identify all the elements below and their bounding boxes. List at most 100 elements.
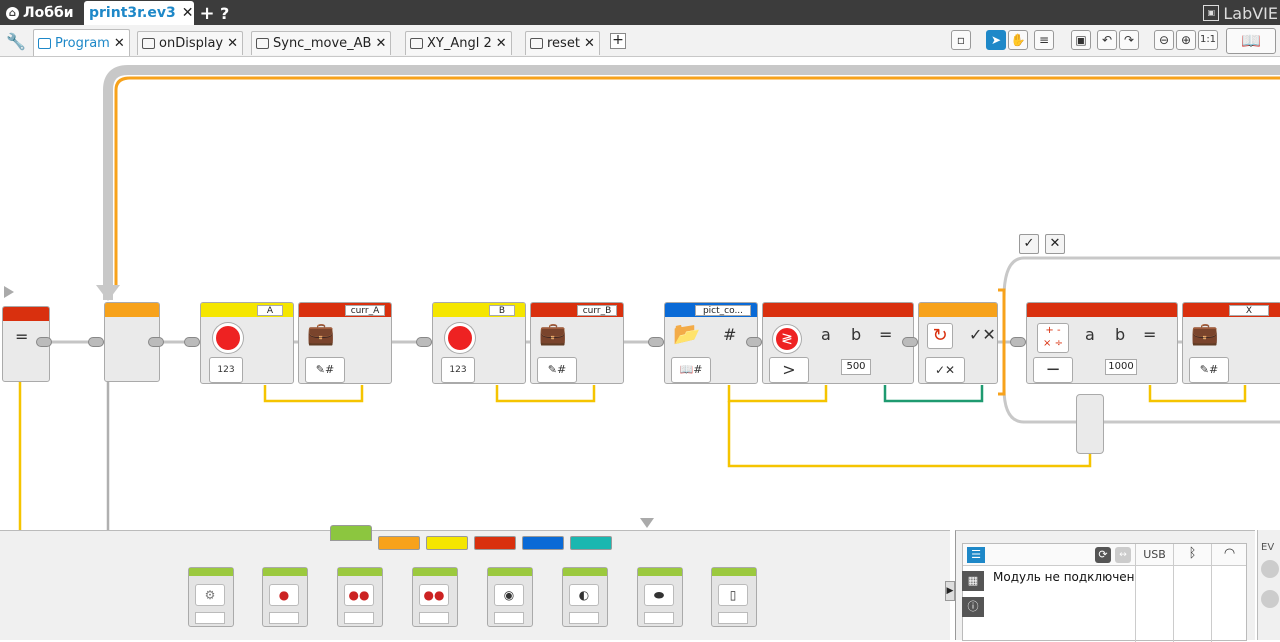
measure-mode-icon[interactable]: 123 [209,357,243,383]
briefcase-icon: 💼 [1191,322,1219,347]
math-block[interactable]: + -× ÷ a b = − 1000 [1026,302,1178,384]
tab-reset[interactable]: reset ✕ [525,31,600,55]
motor-port-label[interactable]: A [257,305,283,316]
close-icon[interactable]: ✕ [227,36,239,51]
zoom-out-icon[interactable]: ⊖ [1154,30,1174,50]
file-access-block[interactable]: pict_co... 📂 # 📖# [664,302,758,384]
close-icon[interactable]: ✕ [495,36,507,51]
palette-medium-motor-block[interactable]: ⚙ [188,567,234,627]
input-b-label: b [1115,325,1126,344]
run-icon[interactable] [1261,590,1279,608]
add-tab-button[interactable]: + [610,33,626,49]
motor-rotation-a-block[interactable]: A 123 [200,302,294,384]
close-icon[interactable]: ✕ [113,35,125,51]
download-icon[interactable] [1261,560,1279,578]
palette-toggle-arrow[interactable] [640,518,654,528]
measure-mode-icon[interactable]: 123 [441,357,475,383]
connection-icon[interactable]: ↔ [1115,547,1131,563]
lobby-label: Лобби [23,5,74,21]
case-false-button[interactable]: ✕ [1045,234,1065,254]
motor-port-label[interactable]: B [489,305,515,316]
tab-sync-move-ab[interactable]: Sync_move_AB ✕ [251,31,392,55]
write-numeric-icon[interactable]: ✎# [537,357,577,383]
undo-icon[interactable]: ↶ [1097,30,1117,50]
hash-symbol: # [723,325,737,344]
help-button[interactable]: ? [220,3,230,23]
pan-hand-icon[interactable]: ✋ [1008,30,1028,50]
write-numeric-icon[interactable]: ✎# [305,357,345,383]
content-editor-icon[interactable]: 📖 [1226,28,1276,54]
variable-name[interactable]: X [1229,305,1269,316]
programming-canvas[interactable]: = A 123 curr_A 💼 ✎# B 123 curr_B 💼 ✎# p [0,58,1280,530]
port-view-icon[interactable]: ▦ [962,571,984,591]
variable-curr-a-block[interactable]: curr_A 💼 ✎# [298,302,392,384]
compare-block-left[interactable]: = [2,306,50,382]
project-tab[interactable]: print3r.ev3 ✕ [84,1,194,25]
program-icon [410,38,423,49]
palette-large-motor-block[interactable]: ● [262,567,308,627]
briefcase-icon: 💼 [307,322,335,347]
palette-category-action[interactable] [330,525,372,541]
palette-category-sensor[interactable] [426,536,468,550]
math-icon: + -× ÷ [1037,323,1069,353]
close-icon[interactable]: ✕ [375,36,387,51]
scroll-left-arrow[interactable] [4,286,14,298]
palette-move-steering-block[interactable]: ●● [337,567,383,627]
available-bricks-icon[interactable]: ⓘ [962,597,984,617]
palette-display-block[interactable]: ◉ [487,567,533,627]
wifi-icon: ◠ [1211,544,1247,642]
switch-data-tunnel[interactable] [1076,394,1104,454]
variable-x-block[interactable]: X 💼 ✎# [1182,302,1280,384]
lobby-tab[interactable]: ⌂ Лобби [0,1,80,25]
variable-curr-b-block[interactable]: curr_B 💼 ✎# [530,302,624,384]
palette-category-data[interactable] [474,536,516,550]
briefcase-icon: 💼 [539,322,567,347]
lobby-icon: ⌂ [6,6,19,20]
write-numeric-icon[interactable]: ✎# [1189,357,1229,383]
palette-sound-block[interactable]: ◐ [562,567,608,627]
palette-category-myblocks[interactable] [570,536,612,550]
palette-move-tank-block[interactable]: ●● [412,567,458,627]
motor-sensor-icon [445,323,475,353]
variable-name[interactable]: curr_B [577,305,617,316]
input-a-label: a [1085,325,1095,344]
tab-xy-angl-2[interactable]: XY_Angl 2 ✕ [405,31,512,55]
case-true-button[interactable]: ✓ [1019,234,1039,254]
switch-start-block[interactable]: ↻ ✓✕ ✓✕ [918,302,998,384]
file-folder-icon: 📂 [673,322,701,347]
compare-block[interactable]: ≷ a b = > 500 [762,302,914,384]
motor-sensor-icon [213,323,243,353]
tab-ondisplay[interactable]: onDisplay ✕ [137,31,244,55]
variable-name[interactable]: curr_A [345,305,385,316]
select-pointer-icon[interactable]: ➤ [986,30,1006,50]
math-value-input[interactable]: 1000 [1105,359,1137,375]
redo-icon[interactable]: ↷ [1119,30,1139,50]
comment-icon[interactable]: ≡ [1034,30,1054,50]
read-numeric-icon[interactable]: 📖# [671,357,711,383]
palette-brick-status-block[interactable]: ▯ [711,567,757,627]
new-comment-icon[interactable]: ▫ [951,30,971,50]
tab-program[interactable]: Program ✕ [33,29,130,56]
compare-mode-button[interactable]: > [769,357,809,383]
motor-rotation-b-block[interactable]: B 123 [432,302,526,384]
panel-collapse-icon[interactable]: ▶ [945,581,955,601]
math-mode-button[interactable]: − [1033,357,1073,383]
close-icon[interactable]: ✕ [181,5,194,21]
zoom-in-icon[interactable]: ⊕ [1176,30,1196,50]
zoom-reset-button[interactable]: 1:1 [1198,30,1218,50]
switch-mode-button[interactable]: ✓✕ [925,357,965,383]
brick-info-icon[interactable]: ☰ [967,547,985,563]
wrench-icon[interactable]: 🔧 [6,32,26,51]
input-a-label: a [821,325,831,344]
save-icon[interactable]: ▣ [1071,30,1091,50]
compare-value-input[interactable]: 500 [841,359,871,375]
palette-brick-light-block[interactable]: ⬬ [637,567,683,627]
refresh-icon[interactable]: ⟳ [1095,547,1111,563]
palette-category-advanced[interactable] [522,536,564,550]
palette-category-flow[interactable] [378,536,420,550]
bluetooth-icon: ᛒ [1173,544,1211,642]
add-project-button[interactable]: + [199,2,215,24]
file-name-label[interactable]: pict_co... [695,305,751,316]
brick-info-table: ☰ ⟳ ↔ USB ᛒ ◠ Модуль не подключен [962,543,1247,642]
close-icon[interactable]: ✕ [583,36,595,51]
